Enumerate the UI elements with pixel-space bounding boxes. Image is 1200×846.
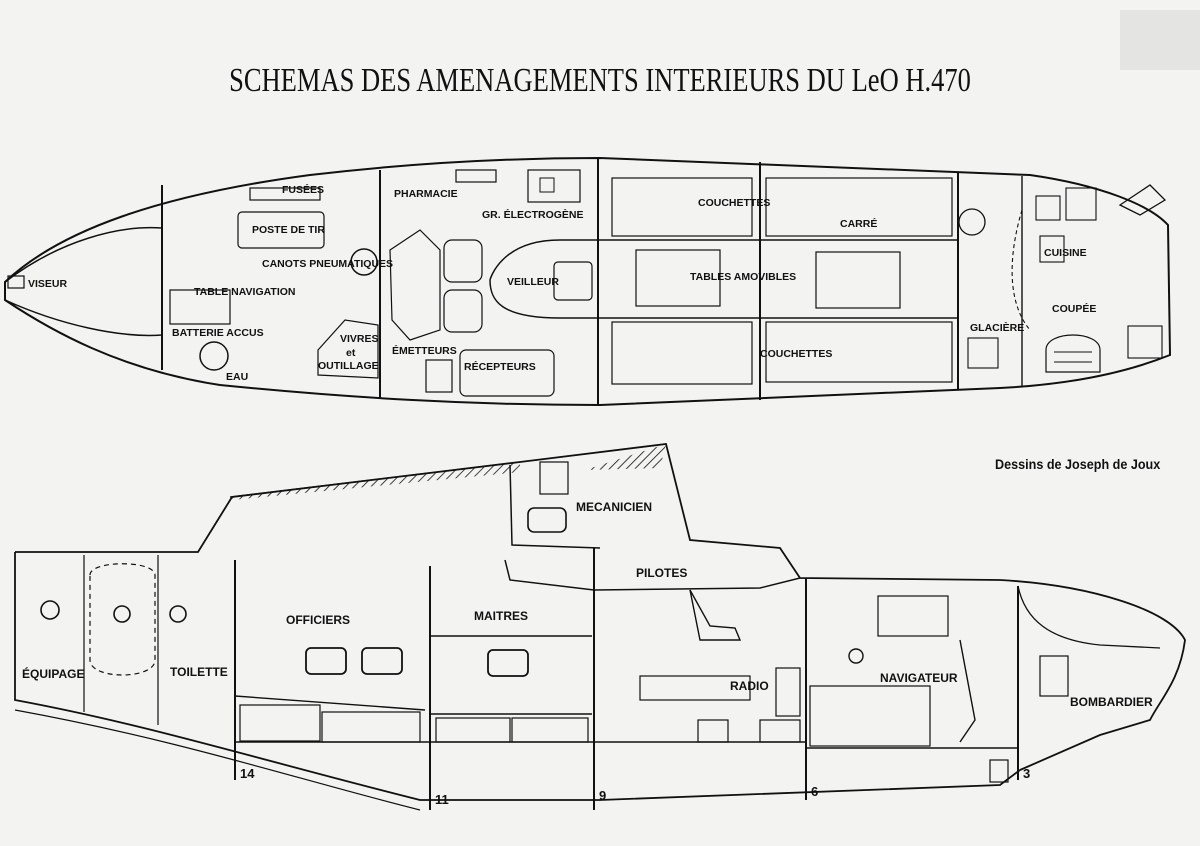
label-glaciere: GLACIÈRE <box>970 321 1024 334</box>
label-toilette: TOILETTE <box>170 665 228 679</box>
label-veilleur: VEILLEUR <box>507 276 559 288</box>
label-fusees: FUSÉES <box>282 183 324 196</box>
label-et: et <box>346 347 356 359</box>
cabin-roof <box>15 443 1186 771</box>
label-viseur: VISEUR <box>28 278 68 290</box>
label-outillage: OUTILLAGE <box>318 360 379 372</box>
hull-bottom <box>14 552 1021 801</box>
label-canots: CANOTS PNEUMATIQUES <box>262 258 393 270</box>
plan-hull-outline <box>4 156 1172 407</box>
label-carre: CARRÉ <box>840 217 877 230</box>
drawing-credit: Dessins de Joseph de Joux <box>995 456 1161 472</box>
label-mecanicien: MECANICIEN <box>576 500 652 514</box>
plan-view-labels: VISEUR FUSÉES POSTE DE TIR CANOTS PNEUMA… <box>28 183 1096 383</box>
label-couchettes-bottom: COUCHETTES <box>760 348 832 360</box>
label-recepteurs: RÉCEPTEURS <box>464 360 536 373</box>
label-couchettes-top: COUCHETTES <box>698 197 770 209</box>
label-radio: RADIO <box>730 679 769 693</box>
label-vivres: VIVRES <box>340 333 379 345</box>
label-eau: EAU <box>226 371 248 383</box>
label-emetteurs: ÉMETTEURS <box>392 344 457 357</box>
frame-label-3: 3 <box>1023 766 1030 781</box>
label-table-navigation: TABLE NAVIGATION <box>194 286 296 298</box>
label-bombardier: BOMBARDIER <box>1070 695 1153 709</box>
frame-label-6: 6 <box>811 784 818 799</box>
label-maitres: MAITRES <box>474 609 528 623</box>
label-pilotes: PILOTES <box>636 566 687 580</box>
plan-view <box>4 156 1172 407</box>
scan-corner-mark <box>1120 10 1200 70</box>
label-navigateur: NAVIGATEUR <box>880 671 958 685</box>
label-batterie: BATTERIE ACCUS <box>172 327 264 339</box>
frame-label-11: 11 <box>435 792 449 807</box>
label-gr-electrogene: GR. ÉLECTROGÈNE <box>482 208 584 221</box>
label-cuisine: CUISINE <box>1044 247 1087 259</box>
label-poste-de-tir: POSTE DE TIR <box>252 224 325 236</box>
label-equipage: ÉQUIPAGE <box>22 666 84 681</box>
label-tables-amovibles: TABLES AMOVIBLES <box>690 271 796 283</box>
page-title: SCHEMAS DES AMENAGEMENTS INTERIEURS DU L… <box>229 62 971 99</box>
frame-label-14: 14 <box>240 766 255 781</box>
section-view <box>14 443 1186 811</box>
label-officiers: OFFICIERS <box>286 613 350 627</box>
section-view-labels: ÉQUIPAGE TOILETTE OFFICIERS MAITRES MECA… <box>22 500 1153 807</box>
label-pharmacie: PHARMACIE <box>394 188 458 200</box>
label-coupee: COUPÉE <box>1052 302 1096 315</box>
frame-label-9: 9 <box>599 788 606 803</box>
